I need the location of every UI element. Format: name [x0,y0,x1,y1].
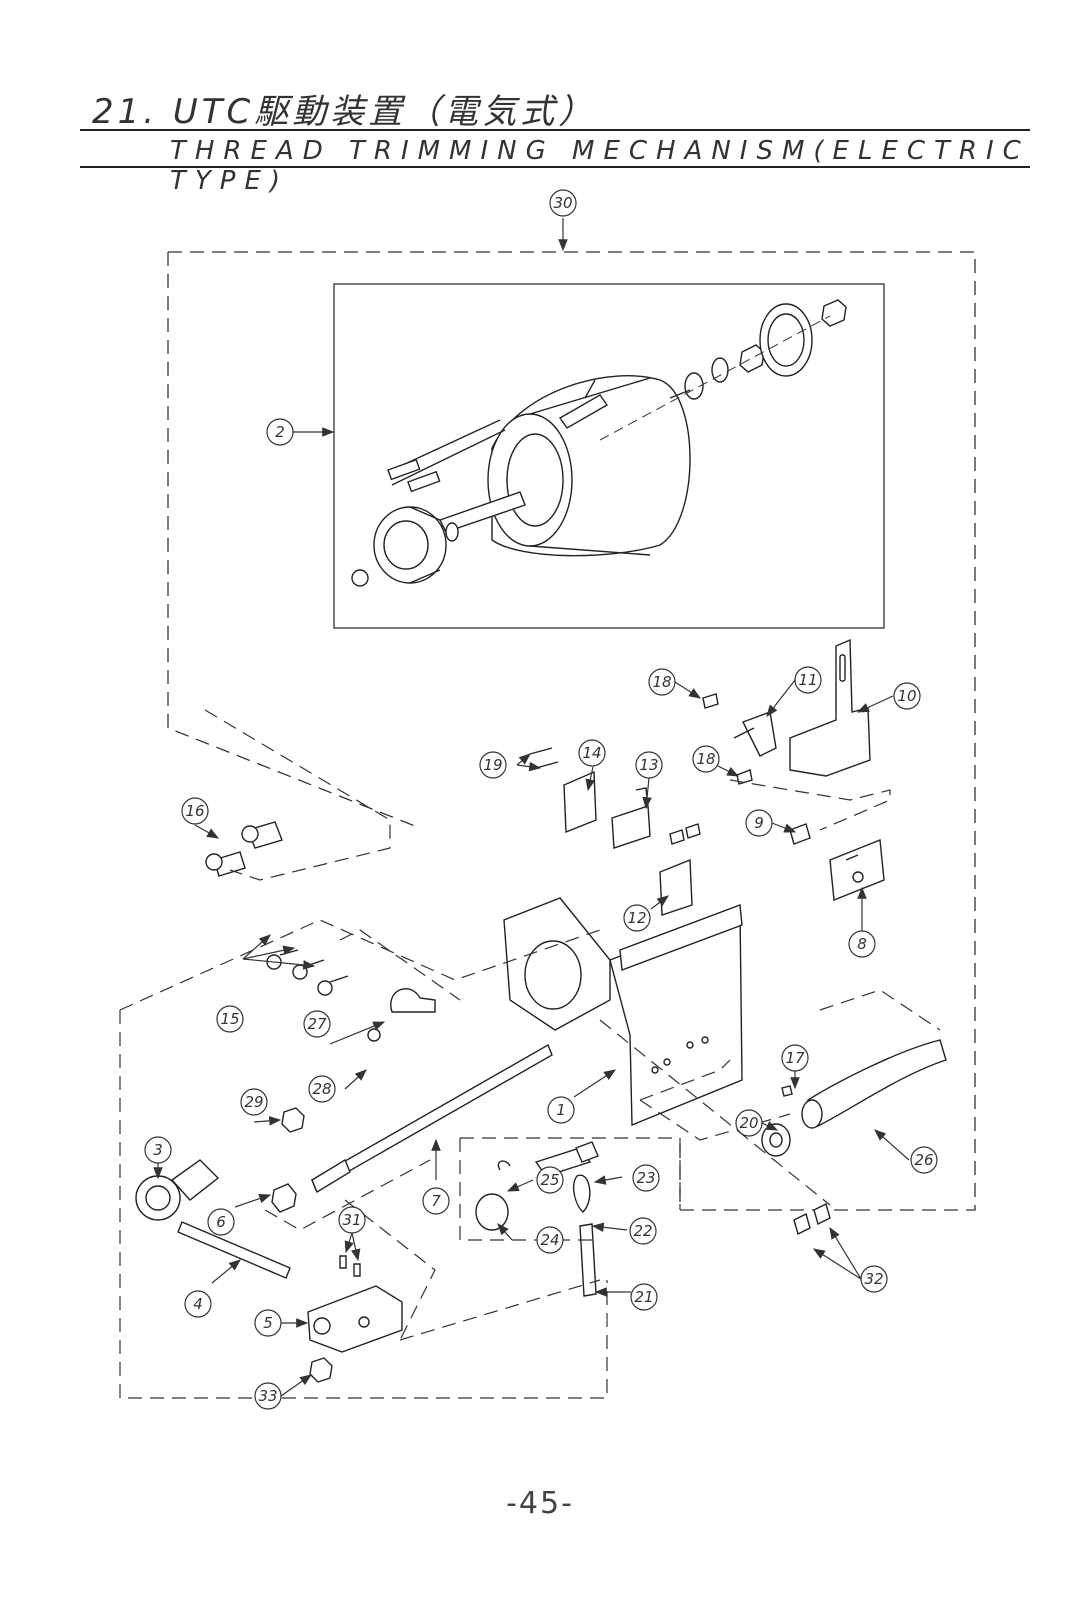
right-lower-parts [475,1039,947,1297]
callout-30: 30 [549,189,577,217]
svg-text:16: 16 [185,802,204,820]
svg-text:19: 19 [483,756,502,774]
callout-21: 21 [630,1283,658,1311]
svg-text:20: 20 [739,1114,758,1132]
svg-text:7: 7 [431,1192,441,1210]
svg-text:2: 2 [275,423,285,441]
svg-text:22: 22 [633,1222,652,1240]
callout-4: 4 [184,1290,212,1318]
callout-3: 3 [144,1136,172,1164]
svg-text:6: 6 [216,1213,226,1231]
page-number: -45- [506,1486,574,1521]
callout-19: 19 [479,751,507,779]
callout-24: 24 [536,1226,564,1254]
section-title-english: THREAD TRIMMING MECHANISM(ELECTRIC TYPE) [170,136,1030,196]
callout-8: 8 [848,930,876,958]
svg-text:4: 4 [193,1295,203,1313]
callout-14: 14 [578,739,606,767]
svg-text:5: 5 [263,1314,273,1332]
svg-text:1: 1 [556,1101,566,1119]
svg-text:33: 33 [258,1387,277,1405]
bracket-drawing [503,897,743,1127]
callout-27: 27 [303,1010,331,1038]
svg-text:26: 26 [914,1151,933,1169]
callout-16: 16 [181,797,209,825]
solenoid-drawing [351,299,847,587]
callout-7: 7 [422,1187,450,1215]
callout-32: 32 [860,1265,888,1293]
svg-text:27: 27 [307,1015,327,1033]
svg-text:17: 17 [785,1049,805,1067]
svg-text:8: 8 [857,935,867,953]
upper-right-parts [702,638,885,901]
callout-15: 15 [216,1005,244,1033]
title-rule-bottom [80,166,1030,168]
callout-18: 18 [648,668,676,696]
callout-20: 20 [735,1109,763,1137]
callout-33: 33 [254,1382,282,1410]
callout-leaders [153,218,910,1397]
svg-text:12: 12 [627,909,646,927]
svg-text:9: 9 [754,814,764,832]
solenoid-assembly-frame [333,283,885,629]
assembly-30-outline [167,251,976,1211]
callout-31: 31 [338,1206,366,1234]
callout-26: 26 [910,1146,938,1174]
title-rule-top [80,129,1030,131]
svg-text:18: 18 [696,750,715,768]
svg-text:25: 25 [540,1171,559,1189]
svg-text:10: 10 [897,687,916,705]
callout-9: 9 [745,809,773,837]
svg-text:24: 24 [540,1231,559,1249]
callout-25: 25 [536,1166,564,1194]
callout-23: 23 [632,1164,660,1192]
svg-text:23: 23 [636,1169,655,1187]
dashed-assembly-lines [119,709,941,1399]
switch-parts [529,747,701,916]
callout-22: 22 [629,1217,657,1245]
callout-28: 28 [308,1075,336,1103]
callout-1: 1 [547,1096,575,1124]
section-title-japanese: 21. UTC駆動装置（電気式） [92,92,597,132]
callout-6: 6 [207,1208,235,1236]
svg-text:15: 15 [220,1010,239,1028]
svg-text:32: 32 [864,1270,883,1288]
svg-text:31: 31 [342,1211,361,1229]
svg-text:13: 13 [639,756,658,774]
svg-text:28: 28 [312,1080,331,1098]
svg-text:11: 11 [798,671,817,689]
svg-text:14: 14 [582,744,601,762]
callout-18b: 18 [692,745,720,773]
callout-5: 5 [254,1309,282,1337]
callout-10: 10 [893,682,921,710]
callout-11: 11 [794,666,822,694]
linkage-parts [135,1043,553,1383]
callout-13: 13 [635,751,663,779]
callout-2: 2 [266,418,294,446]
callout-17: 17 [781,1044,809,1072]
svg-text:3: 3 [153,1141,163,1159]
svg-text:30: 30 [553,194,572,212]
svg-text:29: 29 [244,1093,263,1111]
svg-text:18: 18 [652,673,671,691]
callout-29: 29 [240,1088,268,1116]
svg-text:21: 21 [634,1288,653,1306]
callout-12: 12 [623,904,651,932]
